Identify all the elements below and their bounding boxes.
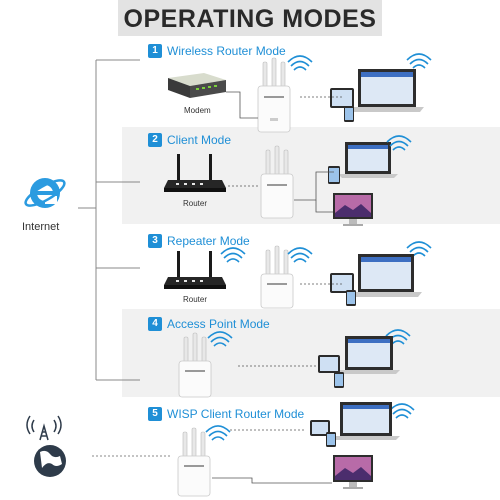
tablet-phone-devices-mode3 [330, 273, 356, 306]
mode-1-label: Wireless Router Mode [167, 44, 286, 58]
title-banner [118, 0, 382, 36]
mode-4-label: Access Point Mode [167, 317, 270, 331]
router-device-mode3 [164, 251, 226, 289]
router-device-mode2 [164, 154, 226, 192]
internet-label: Internet [22, 221, 60, 233]
laptop-device-mode2 [338, 142, 398, 178]
internet-e-icon [24, 178, 66, 208]
tree-connectors [78, 59, 170, 457]
laptop-device-mode3 [350, 254, 422, 297]
mode-4-number: 4 [148, 317, 162, 331]
mode-4-heading: 4 Access Point Mode [148, 317, 270, 331]
phone-device-mode2 [328, 166, 340, 184]
panel-client-mode [122, 127, 500, 224]
repeater-device-mode2 [260, 145, 294, 219]
tablet-phone-devices-mode5 [310, 420, 336, 447]
wifi-icon [287, 53, 432, 71]
mode-3-heading: 3 Repeater Mode [148, 234, 250, 248]
mode-3-label: Repeater Mode [167, 234, 250, 248]
mode-5-number: 5 [148, 407, 162, 421]
repeater-device-mode5 [177, 427, 211, 497]
wifi-icon-mode2 [386, 135, 412, 151]
mode-3-number: 3 [148, 234, 162, 248]
repeater-device-mode4 [178, 332, 212, 398]
tablet-phone-devices-mode1 [330, 88, 354, 122]
wifi-icon-mode5 [205, 403, 415, 441]
wifi-icon-mode3 [220, 241, 432, 263]
repeater-device-mode3 [260, 245, 294, 309]
antenna-globe-icon [26, 415, 66, 477]
desktop-monitor-mode2 [333, 193, 373, 226]
laptop-device-mode4 [338, 336, 400, 374]
desktop-monitor-mode5 [333, 455, 373, 489]
mode-5-heading: 5 WISP Client Router Mode [148, 407, 304, 421]
router-label-mode2: Router [183, 199, 208, 208]
mode-2-label: Client Mode [167, 133, 232, 147]
mode-1-number: 1 [148, 44, 162, 58]
modem-label: Modem [184, 106, 211, 115]
mode-2-number: 2 [148, 133, 162, 147]
mode-1-heading: 1 Wireless Router Mode [148, 44, 286, 58]
tablet-phone-devices-mode4 [318, 355, 344, 388]
page-title: OPERATING MODES [123, 5, 377, 33]
repeater-device-mode1 [257, 57, 291, 133]
laptop-device-mode1 [350, 69, 424, 112]
router-label-mode3: Router [183, 295, 208, 304]
modem-device [168, 73, 226, 98]
mode-5-label: WISP Client Router Mode [167, 407, 305, 421]
laptop-device-mode5 [332, 402, 400, 440]
mode-2-heading: 2 Client Mode [148, 133, 231, 147]
